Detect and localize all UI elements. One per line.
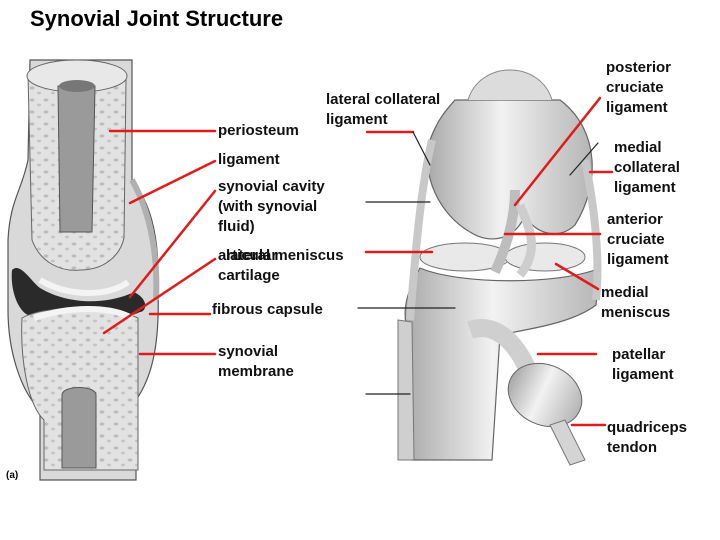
label-synovial-membrane: synovial membrane — [218, 343, 294, 380]
label-posterior-cruciate-ligament: posterior cruciate ligament — [606, 59, 672, 116]
label-periosteum: periosteum — [218, 122, 299, 139]
leader-lines — [102, 96, 614, 427]
label-synovial-cavity: synovial cavity (with synovial fluid) — [218, 178, 325, 235]
page-title: Synovial Joint Structure — [30, 6, 284, 31]
label-anterior-cruciate-ligament: anterior cruciate ligament — [607, 211, 669, 268]
label-quadriceps-tendon: quadriceps tendon — [607, 419, 688, 456]
knee-illustration — [397, 69, 602, 466]
label-medial-collateral-ligament: medial collateral ligament — [614, 139, 680, 196]
label-patellar-ligament: patellar ligament — [612, 346, 674, 383]
label-lateral-collateral-ligament: lateral collateral ligament — [326, 91, 441, 128]
label-medial-meniscus: medial meniscus — [601, 284, 671, 321]
joint-cross-section — [7, 59, 160, 481]
label-lateral-meniscus: lateral meniscus — [226, 247, 344, 264]
figure-label: (a) — [6, 470, 19, 481]
label-fibrous-capsule: fibrous capsule — [212, 301, 323, 318]
label-articular-cartilage: articular cartilage — [218, 247, 280, 284]
label-ligament: ligament — [218, 151, 280, 168]
